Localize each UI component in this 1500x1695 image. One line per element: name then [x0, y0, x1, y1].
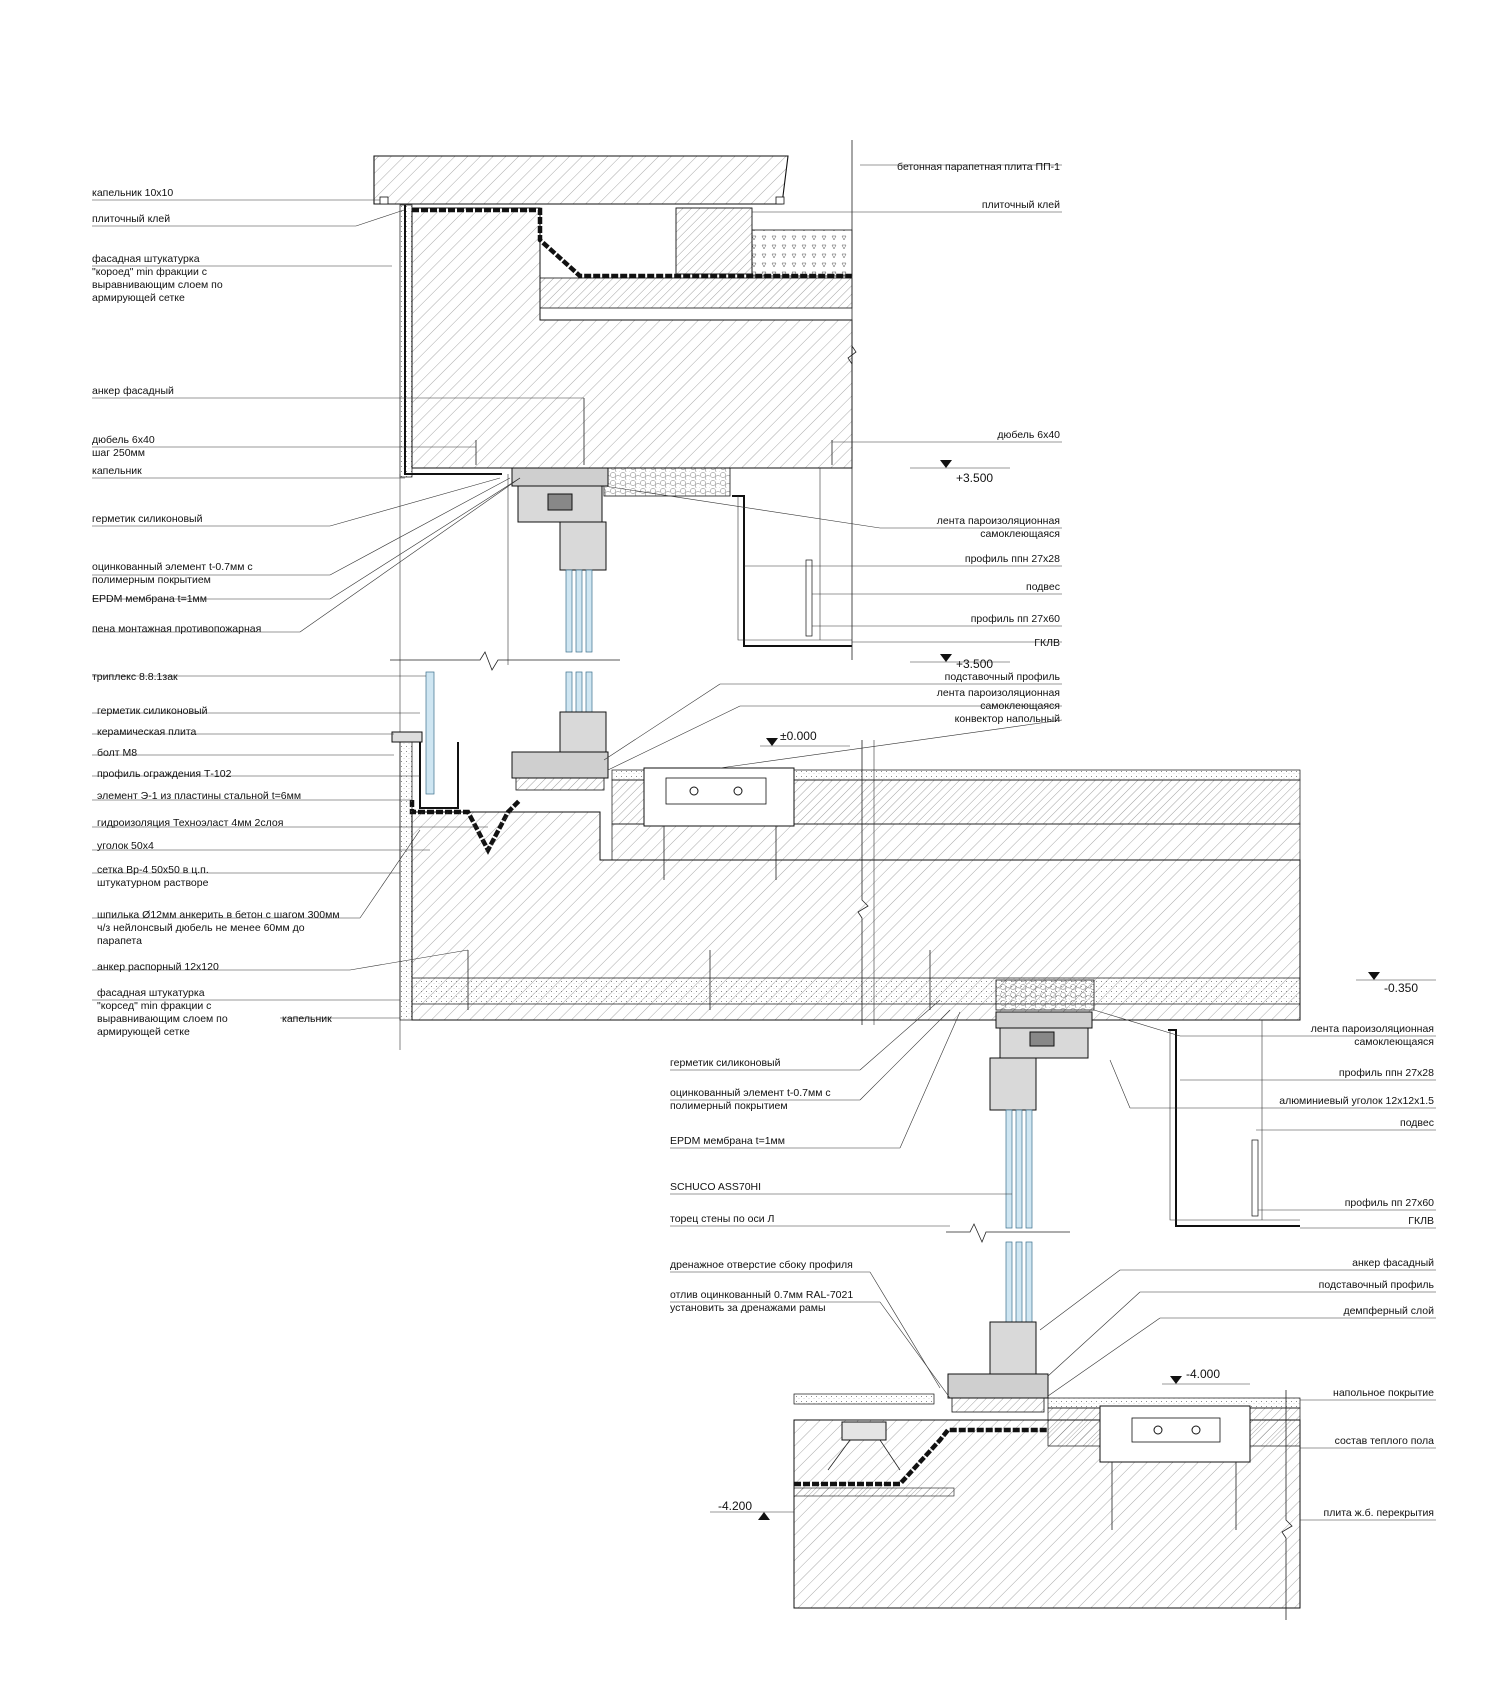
label-vapor-tape-2: самоклеющаяся [1354, 1036, 1434, 1048]
label-dowel: дюбель 6х40 [92, 434, 155, 446]
level-mark-label: -0.350 [1384, 981, 1418, 995]
level-mark-label: +3.500 [956, 657, 993, 671]
label-expansion-anchor: анкер распорный 12х120 [97, 961, 219, 973]
label-mesh-1: сетка Вр-4 50х50 в ц.п. [97, 864, 209, 876]
level-mark-1: +3.500 [910, 460, 1010, 485]
label-facade-plaster-4: армирующей сетке [92, 292, 185, 304]
label-tile-adhesive: плиточный клей [92, 213, 170, 225]
level-mark-3: ±0.000 [760, 729, 850, 747]
label-facade-plaster-1: фасадная штукатурка [97, 987, 205, 999]
label-facade-plaster-1: фасадная штукатурка [92, 253, 200, 265]
label-tile-adhesive: плиточный клей [982, 199, 1060, 211]
label-hanger: подвес [1400, 1117, 1434, 1129]
label-epdm-membrane: EPDM мембрана t=1мм [670, 1135, 785, 1147]
label-facade-plaster-2: "корсед" min фракции с [97, 1000, 211, 1012]
lower-assembly [793, 979, 1301, 1620]
label-profile-ppn: профиль ппн 27х28 [965, 553, 1060, 565]
label-silicone-sealant: герметик силиконовый [670, 1057, 781, 1069]
label-hanger: подвес [1026, 581, 1060, 593]
label-stud-3: парапета [97, 935, 142, 947]
label-slab: плита ж.б. перекрытия [1324, 1507, 1434, 1519]
label-galvanized-element-2: полимерным покрытием [92, 574, 211, 586]
label-vapor-tape-1: лента пароизоляционная [1311, 1023, 1434, 1035]
label-bolt-m8: болт М8 [97, 747, 137, 759]
label-vapor-tape-2: самоклеющаяся [980, 528, 1060, 540]
label-epdm-membrane: EPDM мембрана t=1мм [92, 593, 207, 605]
label-ceramic-plate: керамическая плита [97, 726, 197, 738]
label-stud-2: ч/з нейлонсвый дюбель не менее 60мм до [97, 922, 305, 934]
label-flashing-2: установить за дренажами рамы [670, 1302, 826, 1314]
label-drip-lower: капельник [282, 1013, 332, 1025]
label-aluminium-angle: алюминиевый уголок 12х12х1.5 [1279, 1095, 1434, 1107]
labels-left-lower: триплекс 8.8.1зак герметик силиконовый к… [92, 671, 340, 1038]
labels-left-upper: капельник 10х10 плиточный клей фасадная … [92, 187, 261, 635]
label-facade-plaster-4: армирующей сетке [97, 1026, 190, 1038]
label-floor-convector: конвектор напольный [955, 713, 1061, 725]
label-galvanized-element-2: полимерный покрытием [670, 1100, 788, 1112]
labels-right-upper: бетонная парапетная плита ПП-1 плиточный… [897, 161, 1060, 725]
labels-right-lower: лента пароизоляционная самоклеющаяся про… [1279, 1023, 1434, 1519]
label-galvanized-element-1: оцинкованный элемент t-0.7мм с [92, 561, 253, 573]
label-schuco-system: SCHUCO ASS70HI [670, 1181, 761, 1193]
label-gklv: ГКЛВ [1034, 637, 1060, 649]
label-flashing-1: отлив оцинкованный 0.7мм RAL-7021 [670, 1289, 853, 1301]
label-support-profile: подставочный профиль [1319, 1279, 1435, 1291]
upper-assembly [373, 140, 857, 1050]
label-dowel: дюбель 6х40 [997, 429, 1060, 441]
label-profile-pp: профиль пп 27х60 [1345, 1197, 1434, 1209]
label-stud-1: шпилька Ø12мм анкерить в бетон с шагом 3… [97, 909, 340, 921]
label-silicone-sealant: герметик силиконовый [97, 705, 208, 717]
label-support-profile: подставочный профиль [945, 671, 1061, 683]
label-facade-plaster-3: выравнивающим слоем по [92, 279, 223, 291]
level-mark-4: -0.350 [1356, 972, 1436, 995]
label-fire-foam: пена монтажная противопожарная [92, 623, 261, 635]
label-parapet-slab: бетонная парапетная плита ПП-1 [897, 161, 1060, 173]
label-warm-floor: состав теплого пола [1335, 1435, 1435, 1447]
label-railing-profile: профиль ограждения Т-102 [97, 768, 232, 780]
level-mark-label: ±0.000 [780, 729, 817, 743]
label-wall-end: торец стены по оси Л [670, 1213, 774, 1225]
level-mark-label: +3.500 [956, 471, 993, 485]
label-gklv: ГКЛВ [1408, 1215, 1434, 1227]
label-profile-ppn: профиль ппн 27х28 [1339, 1067, 1434, 1079]
label-drain-hole: дренажное отверстие сбоку профиля [670, 1259, 853, 1271]
label-profile-pp: профиль пп 27х60 [971, 613, 1060, 625]
level-mark-6: -4.200 [710, 1499, 794, 1520]
labels-center-lower: герметик силиконовый оцинкованный элемен… [670, 1057, 853, 1314]
label-facade-anchor: анкер фасадный [92, 385, 174, 397]
label-damper-layer: демпферный слой [1343, 1305, 1434, 1317]
label-facade-plaster-2: "короед" min фракции с [92, 266, 207, 278]
level-mark-label: -4.200 [718, 1499, 752, 1513]
label-waterproofing: гидроизоляция Техноэласт 4мм 2слоя [97, 817, 283, 829]
middle-assembly [391, 671, 1301, 1025]
label-angle-50x4: уголок 50х4 [97, 840, 154, 852]
level-mark-2: +3.500 [910, 654, 1010, 671]
leader-lines [92, 164, 1436, 1521]
label-triplex: триплекс 8.8.1зак [92, 671, 178, 683]
label-galvanized-element-1: оцинкованный элемент t-0.7мм с [670, 1087, 831, 1099]
label-facade-plaster-3: выравнивающим слоем по [97, 1013, 228, 1025]
label-mesh-2: штукатурном растворе [97, 877, 209, 889]
label-drip-10x10: капельник 10х10 [92, 187, 173, 199]
label-floor-finish: напольное покрытие [1333, 1387, 1434, 1399]
label-facade-anchor: анкер фасадный [1352, 1257, 1434, 1269]
label-dowel-step: шаг 250мм [92, 447, 145, 459]
level-mark-label: -4.000 [1186, 1367, 1220, 1381]
label-vapor-tape-1: лента пароизоляционная [937, 515, 1060, 527]
label-vapor-tape-2: самоклеющаяся [980, 700, 1060, 712]
label-vapor-tape-1: лента пароизоляционная [937, 687, 1060, 699]
label-drip: капельник [92, 465, 142, 477]
label-silicone-sealant: герметик силиконовый [92, 513, 203, 525]
level-mark-5: -4.000 [1162, 1367, 1250, 1385]
label-steel-plate-element: элемент Э-1 из пластины стальной t=6мм [97, 790, 301, 802]
